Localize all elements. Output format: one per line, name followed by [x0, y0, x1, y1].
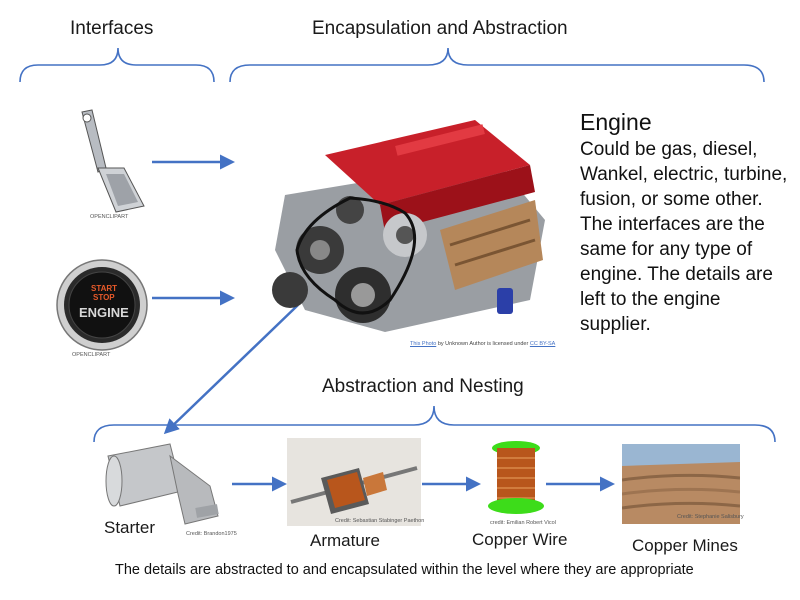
copper-wire-image — [488, 441, 544, 514]
engine-credit: This Photo by Unknown Author is licensed… — [410, 341, 556, 347]
starter-credit: Credit: Brandon1975 — [186, 531, 237, 537]
engine-description: Could be gas, diesel, Wankel, electric, … — [580, 139, 788, 335]
button-stop-label: STOP — [93, 293, 115, 302]
copper-mines-label: Copper Mines — [632, 536, 738, 555]
copper-mines-image — [622, 444, 740, 524]
nesting-heading: Abstraction and Nesting — [322, 376, 524, 397]
armature-label: Armature — [310, 531, 380, 550]
copper-wire-label: Copper Wire — [472, 530, 568, 549]
armature-image — [287, 438, 421, 526]
button-credit: OPENCLIPART — [72, 352, 111, 358]
engine-description-block: Engine Could be gas, diesel, Wankel, ele… — [580, 107, 795, 337]
start-stop-button-image — [56, 259, 148, 351]
nesting-brace — [93, 405, 776, 443]
interfaces-brace — [19, 47, 215, 83]
pedal-credit: OPENCLIPART — [90, 214, 129, 220]
gas-pedal-image — [81, 109, 145, 213]
starter-label: Starter — [104, 518, 156, 537]
armature-credit: Credit: Sebastian Stabinger Paethon — [335, 518, 425, 524]
engine-credit-link-photo[interactable]: This Photo — [410, 341, 437, 347]
copper-wire-credit: credit: Emilian Robert Vicol — [490, 520, 556, 526]
encapsulation-brace — [229, 47, 765, 83]
button-start-label: START — [91, 284, 118, 293]
engine-credit-link-license[interactable]: CC BY-SA — [529, 341, 556, 347]
copper-mines-credit: Credit: Stephanie Salisbury — [677, 514, 744, 520]
engine-to-starter-arrow — [163, 304, 299, 435]
interfaces-heading: Interfaces — [70, 18, 154, 39]
starter-image — [105, 443, 219, 525]
engine-title: Engine — [580, 109, 652, 135]
button-engine-label: ENGINE — [79, 305, 129, 320]
footer-caption: The details are abstracted to and encaps… — [115, 562, 694, 578]
encapsulation-heading: Encapsulation and Abstraction — [312, 18, 568, 39]
engine-image — [272, 120, 545, 332]
